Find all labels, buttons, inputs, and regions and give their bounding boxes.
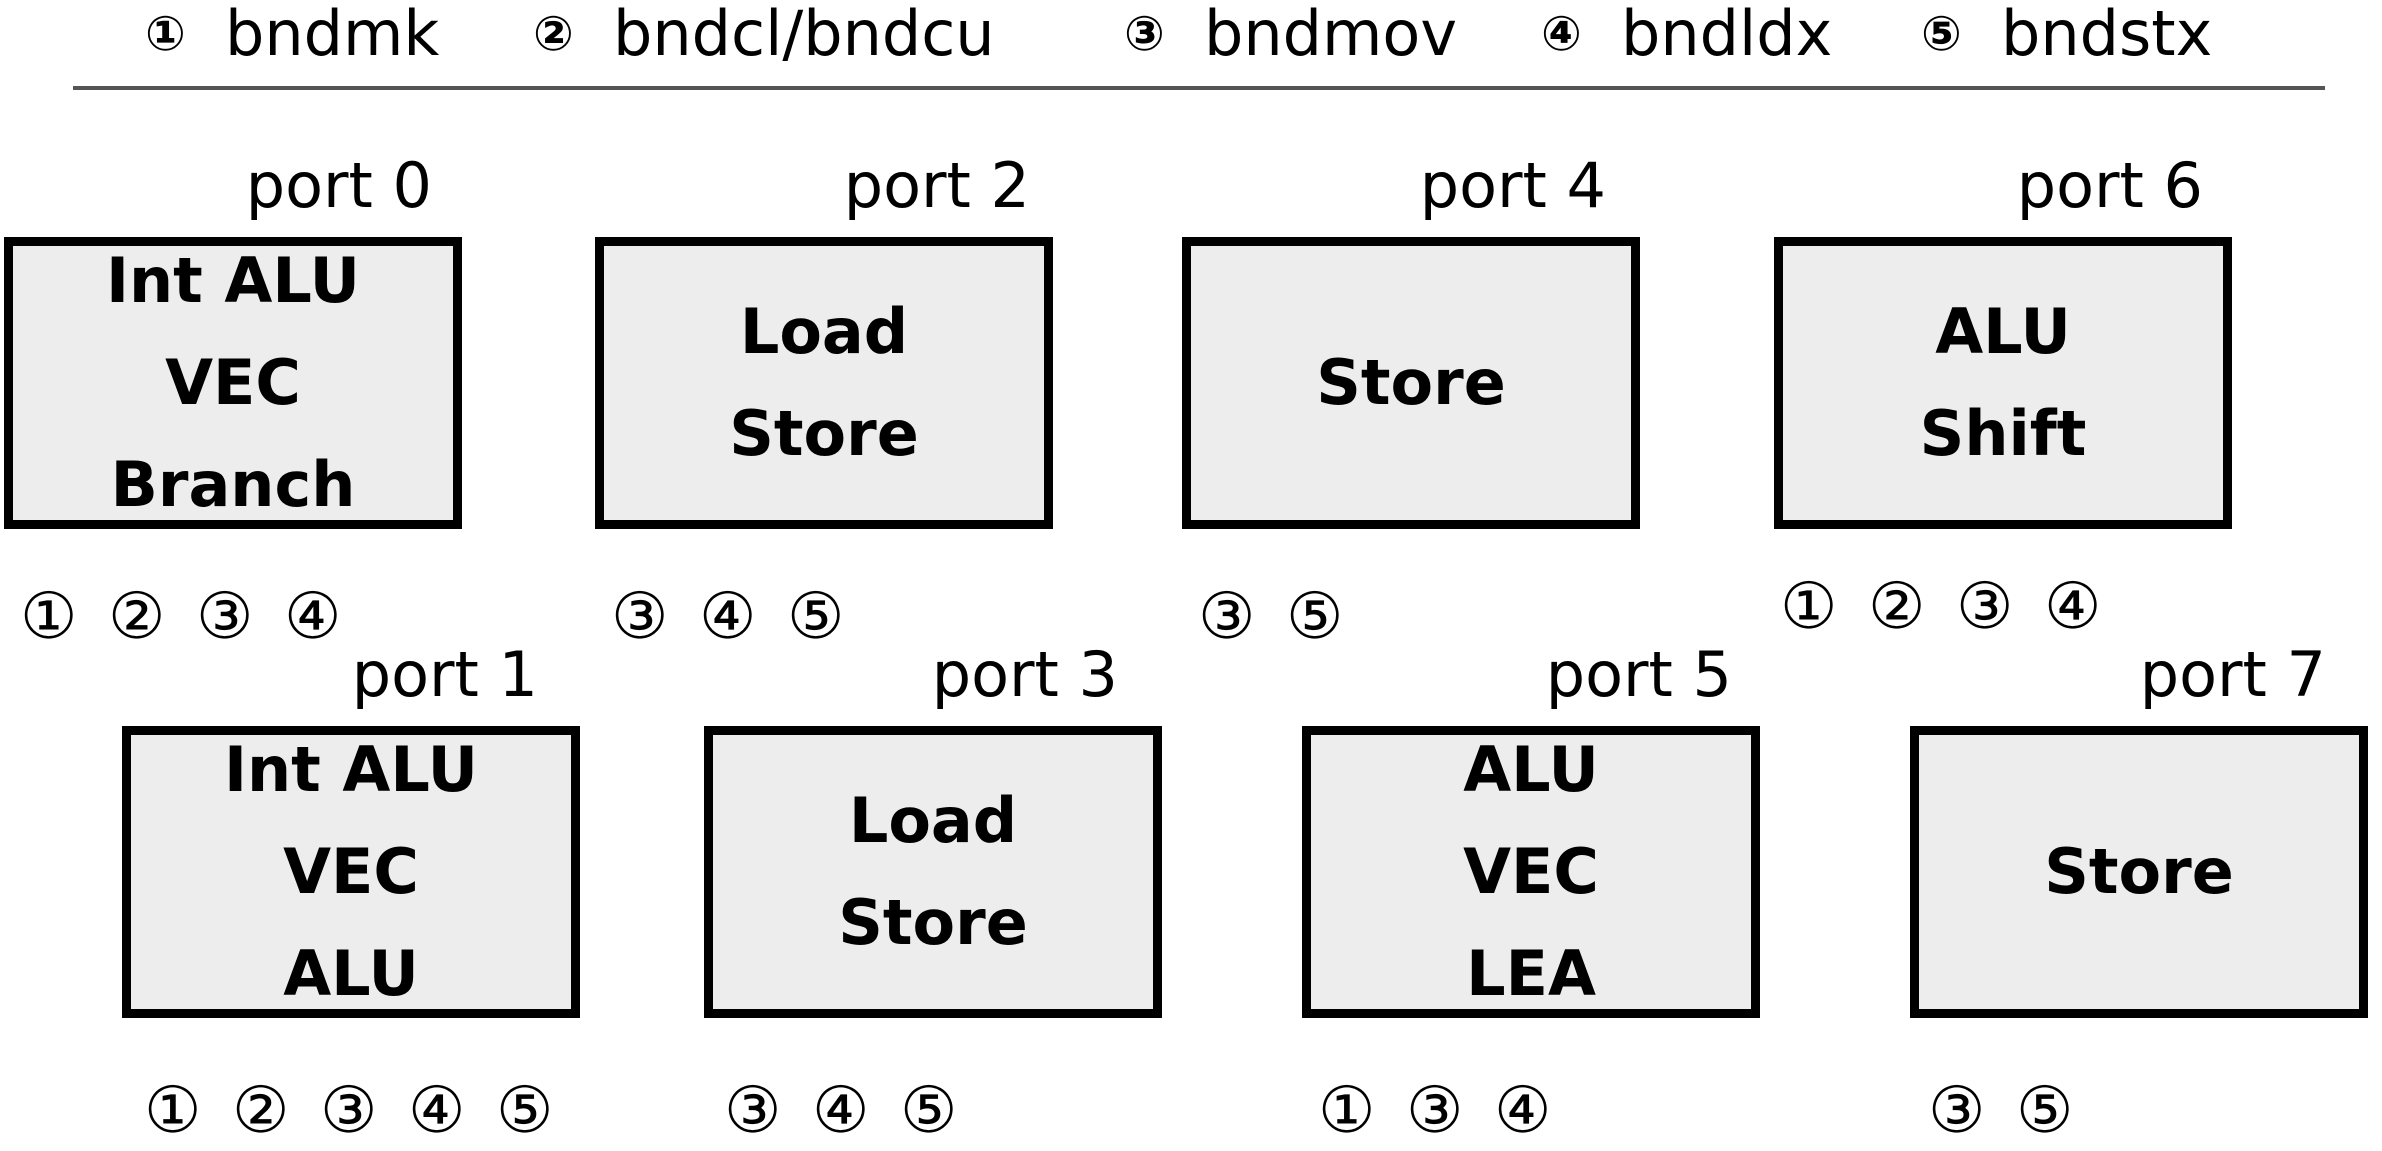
port-3-box: Load Store — [704, 726, 1162, 1018]
execution-unit: ALU — [1463, 733, 1599, 806]
instruction-marker: ① — [1780, 570, 1838, 644]
port-4-instructions: ③ ⑤ — [1198, 577, 1374, 657]
legend-marker: ④ — [1541, 6, 1582, 62]
instruction-marker: ⑤ — [900, 1074, 958, 1148]
execution-unit: VEC — [165, 346, 301, 419]
port-7-label: port 7 — [2139, 638, 2326, 711]
port-0-box: Int ALU VEC Branch — [4, 237, 462, 529]
execution-unit: VEC — [1463, 835, 1599, 908]
execution-unit: Int ALU — [223, 733, 479, 806]
execution-unit: ALU — [283, 937, 419, 1010]
legend-item-bndldx: ④ bndldx — [1541, 0, 1833, 70]
port-4-label: port 4 — [1419, 149, 1606, 222]
instruction-marker: ① — [144, 1074, 202, 1148]
instruction-marker: ④ — [2044, 570, 2102, 644]
instruction-marker: ② — [232, 1074, 290, 1148]
legend-marker: ③ — [1124, 6, 1165, 62]
port-1-box: Int ALU VEC ALU — [122, 726, 580, 1018]
execution-unit: LEA — [1466, 937, 1596, 1010]
instruction-marker: ④ — [812, 1074, 870, 1148]
execution-unit: Store — [2044, 835, 2234, 908]
legend-label: bndldx — [1621, 0, 1833, 70]
instruction-marker: ⑤ — [787, 580, 845, 654]
port-2-label: port 2 — [843, 149, 1030, 222]
instruction-marker: ③ — [724, 1074, 782, 1148]
port-5-label: port 5 — [1545, 638, 1732, 711]
port-2-box: Load Store — [595, 237, 1053, 529]
legend-marker: ⑤ — [1921, 6, 1962, 62]
instruction-marker: ④ — [699, 580, 757, 654]
instruction-marker: ① — [1318, 1074, 1376, 1148]
execution-unit: Store — [1316, 346, 1506, 419]
legend-item-bndmov: ③ bndmov — [1124, 0, 1458, 70]
port-7-box: Store — [1910, 726, 2368, 1018]
legend-item-bndmk: ① bndmk — [145, 0, 440, 70]
legend-divider — [73, 86, 2325, 90]
port-3-instructions: ③ ④ ⑤ — [724, 1071, 988, 1151]
port-0-label: port 0 — [245, 149, 432, 222]
instruction-marker: ① — [20, 580, 78, 654]
execution-unit: Store — [729, 397, 919, 470]
execution-unit: Int ALU — [105, 244, 361, 317]
port-4-box: Store — [1182, 237, 1640, 529]
legend-marker: ② — [533, 6, 574, 62]
port-6-box: ALU Shift — [1774, 237, 2232, 529]
execution-unit: Branch — [110, 448, 356, 521]
port-2-instructions: ③ ④ ⑤ — [611, 577, 875, 657]
port-5-instructions: ① ③ ④ — [1318, 1071, 1582, 1151]
port-7-instructions: ③ ⑤ — [1928, 1071, 2104, 1151]
instruction-marker: ④ — [408, 1074, 466, 1148]
execution-unit: Shift — [1919, 397, 2087, 470]
execution-unit: Load — [848, 784, 1018, 857]
legend-label: bndcl/bndcu — [613, 0, 995, 70]
port-5-box: ALU VEC LEA — [1302, 726, 1760, 1018]
execution-unit: Store — [838, 886, 1028, 959]
instruction-marker: ③ — [1928, 1074, 1986, 1148]
port-1-label: port 1 — [351, 638, 538, 711]
port-3-label: port 3 — [931, 638, 1118, 711]
port-1-instructions: ① ② ③ ④ ⑤ — [144, 1071, 584, 1151]
instruction-marker: ⑤ — [1286, 580, 1344, 654]
instruction-marker: ② — [108, 580, 166, 654]
instruction-marker: ② — [1868, 570, 1926, 644]
legend-marker: ① — [145, 6, 186, 62]
instruction-marker: ③ — [196, 580, 254, 654]
instruction-marker: ③ — [320, 1074, 378, 1148]
port-6-label: port 6 — [2016, 149, 2203, 222]
port-6-instructions: ① ② ③ ④ — [1780, 567, 2132, 647]
instruction-marker: ③ — [1956, 570, 2014, 644]
execution-unit: Load — [739, 295, 909, 368]
legend-item-bndstx: ⑤ bndstx — [1921, 0, 2213, 70]
instruction-marker: ⑤ — [496, 1074, 554, 1148]
port-0-instructions: ① ② ③ ④ — [20, 577, 372, 657]
legend-label: bndmov — [1204, 0, 1458, 70]
execution-unit: ALU — [1935, 295, 2071, 368]
legend-label: bndstx — [2001, 0, 2213, 70]
legend-item-bndcl-bndcu: ② bndcl/bndcu — [533, 0, 995, 70]
instruction-legend: ① bndmk ② bndcl/bndcu ③ bndmov ④ bndldx … — [0, 0, 2382, 70]
instruction-marker: ③ — [1406, 1074, 1464, 1148]
legend-label: bndmk — [225, 0, 440, 70]
instruction-marker: ⑤ — [2016, 1074, 2074, 1148]
execution-unit: VEC — [283, 835, 419, 908]
instruction-marker: ③ — [1198, 580, 1256, 654]
instruction-marker: ④ — [1494, 1074, 1552, 1148]
instruction-marker: ③ — [611, 580, 669, 654]
instruction-marker: ④ — [284, 580, 342, 654]
